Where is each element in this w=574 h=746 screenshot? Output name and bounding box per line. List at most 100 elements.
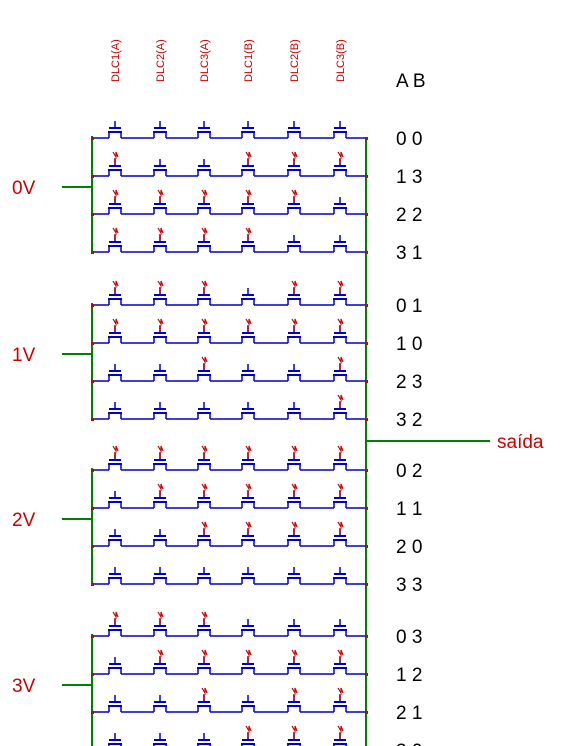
gate-mark [201,649,208,658]
gate-mark [337,445,344,454]
junction-dot [365,304,368,307]
junction-dot [365,635,368,638]
gate-mark [157,189,164,198]
gate-mark [291,649,298,658]
combo-label: 0 1 [396,296,422,317]
junction-dot [365,342,368,345]
combo-label: 1 1 [396,499,422,520]
junction-dot [365,213,368,216]
junction-dot [365,251,368,254]
gate-mark [157,227,164,236]
transistor-row: 0 0 [91,121,422,150]
column-header: DLC1(A) [110,39,122,82]
column-header: DLC3(A) [199,39,211,82]
junction-dot [365,469,368,472]
column-header: DLC2(A) [155,39,167,82]
junction-dot [91,380,94,383]
transistor-row: 3 3 [91,567,422,596]
transistor-row: 1 0 [91,318,422,355]
gate-mark [157,318,164,327]
gate-mark [337,649,344,658]
combo-label: 2 0 [396,537,422,558]
gate-mark [201,189,208,198]
gate-mark [157,611,164,620]
transistor-row: 3 0 [108,725,422,746]
gate-mark [245,725,252,734]
gate-mark [201,318,208,327]
combo-label: 3 0 [396,741,422,746]
column-header: DLC1(B) [243,39,255,82]
gate-mark [245,189,252,198]
gate-mark [112,151,119,160]
gate-mark [291,445,298,454]
gate-mark [112,280,119,289]
gate-mark [337,483,344,492]
junction-dot [91,545,94,548]
gate-mark [201,611,208,620]
transistor-row: 2 1 [91,687,422,724]
gate-mark [201,227,208,236]
junction-dot [91,213,94,216]
gate-mark [337,725,344,734]
gate-mark [291,725,298,734]
gate-mark [112,318,119,327]
junction-dot [365,418,368,421]
voltage-label: 3V [12,676,36,697]
gate-mark [201,483,208,492]
gate-mark [157,483,164,492]
junction-dot [91,635,94,638]
gate-mark [245,521,252,530]
voltage-label: 0V [12,178,36,199]
junction-dot [365,673,368,676]
gate-mark [245,649,252,658]
junction-dot [365,545,368,548]
gate-mark [112,445,119,454]
gate-mark [112,611,119,620]
junction-dot [91,342,94,345]
gate-mark [291,483,298,492]
transistor-row: 0 1 [91,280,422,317]
transistor-row: 2 0 [91,521,422,558]
combo-label: 2 2 [396,205,422,226]
combo-label: 0 2 [396,461,422,482]
voltage-rails: 0V 1V 2V 3V [12,136,367,746]
transistor-row: 3 1 [91,227,422,264]
junction-dot [365,380,368,383]
gate-mark [337,318,344,327]
gate-mark [337,521,344,530]
transistor-row: 1 3 [91,151,422,188]
gate-mark [291,521,298,530]
combo-label: 0 0 [396,129,422,150]
gate-mark [157,649,164,658]
gate-mark [291,280,298,289]
transistor-row: 0 2 [91,445,422,482]
gate-mark [201,521,208,530]
junction-dot [91,137,94,140]
combo-label: 1 0 [396,334,422,355]
gate-mark [245,318,252,327]
transistor-row: 1 1 [91,483,422,520]
junction-dot [91,583,94,586]
column-header: DLC2(B) [289,39,301,82]
gate-mark [245,483,252,492]
ab-header: A B [396,71,426,92]
junction-dot [365,507,368,510]
gate-mark [157,445,164,454]
junction-dot [91,175,94,178]
transistor-row: 0 3 [91,611,422,648]
voltage-label: 2V [12,510,36,531]
junction-dot [91,507,94,510]
transistor-row: 2 2 [91,189,422,226]
gate-mark [201,687,208,696]
transistor-row: 2 3 [91,356,422,393]
junction-dot [91,711,94,714]
gate-mark [337,151,344,160]
gate-mark [291,318,298,327]
gate-mark [201,445,208,454]
combo-label: 0 3 [396,627,422,648]
junction-dot [365,137,368,140]
transistor-row: 1 2 [91,649,422,686]
gate-mark [337,687,344,696]
voltage-label: 1V [12,345,36,366]
